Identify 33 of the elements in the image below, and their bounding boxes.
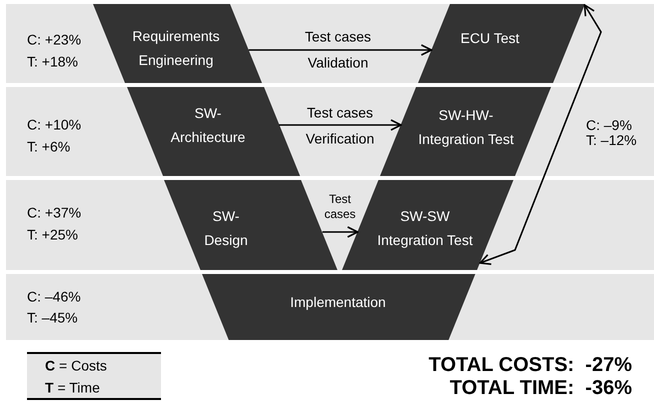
time-change-text: T: –45% — [27, 308, 78, 328]
edge-label: Test cases — [323, 192, 357, 222]
edge-label: Test cases — [306, 106, 374, 120]
caption-text: Validation — [308, 54, 368, 72]
arrow — [322, 226, 358, 238]
node-label: SW-HW- Integration Test — [417, 106, 515, 149]
node-label: SW- Design — [203, 207, 249, 250]
process-shape — [93, 4, 262, 83]
cost-change-text: C: +37% — [27, 204, 82, 222]
caption-text: Verification — [306, 130, 374, 148]
cost-change-text: C: +23% — [27, 30, 82, 50]
key-text: T = Time — [45, 378, 100, 398]
arrow — [479, 4, 602, 265]
node-label: Requirements Engineering — [131, 27, 221, 70]
arrow — [248, 44, 432, 56]
process-shape — [126, 87, 300, 176]
cost-change-text: C: –46% — [27, 288, 81, 306]
arrow — [279, 119, 402, 131]
total-text: TOTAL COSTS: -27% — [428, 353, 632, 378]
process-shape — [418, 4, 585, 83]
edge-label: C: –9% T: –12% — [586, 118, 638, 148]
time-change-text: T: +18% — [27, 52, 78, 72]
node-label: ECU Test — [460, 29, 520, 48]
node-label: SW- Architecture — [170, 104, 246, 147]
time-change-text: T: +6% — [27, 138, 70, 156]
node-label: SW-SW Integration Test — [376, 207, 474, 250]
process-shape — [380, 87, 552, 176]
cost-change-text: C: +10% — [27, 116, 82, 134]
node-label: Implementation — [289, 293, 387, 312]
edge-label: Test cases — [304, 30, 372, 44]
time-change-text: T: +25% — [27, 226, 78, 244]
key-text: C = Costs — [45, 356, 107, 376]
total-text: TOTAL TIME: -36% — [450, 376, 632, 401]
